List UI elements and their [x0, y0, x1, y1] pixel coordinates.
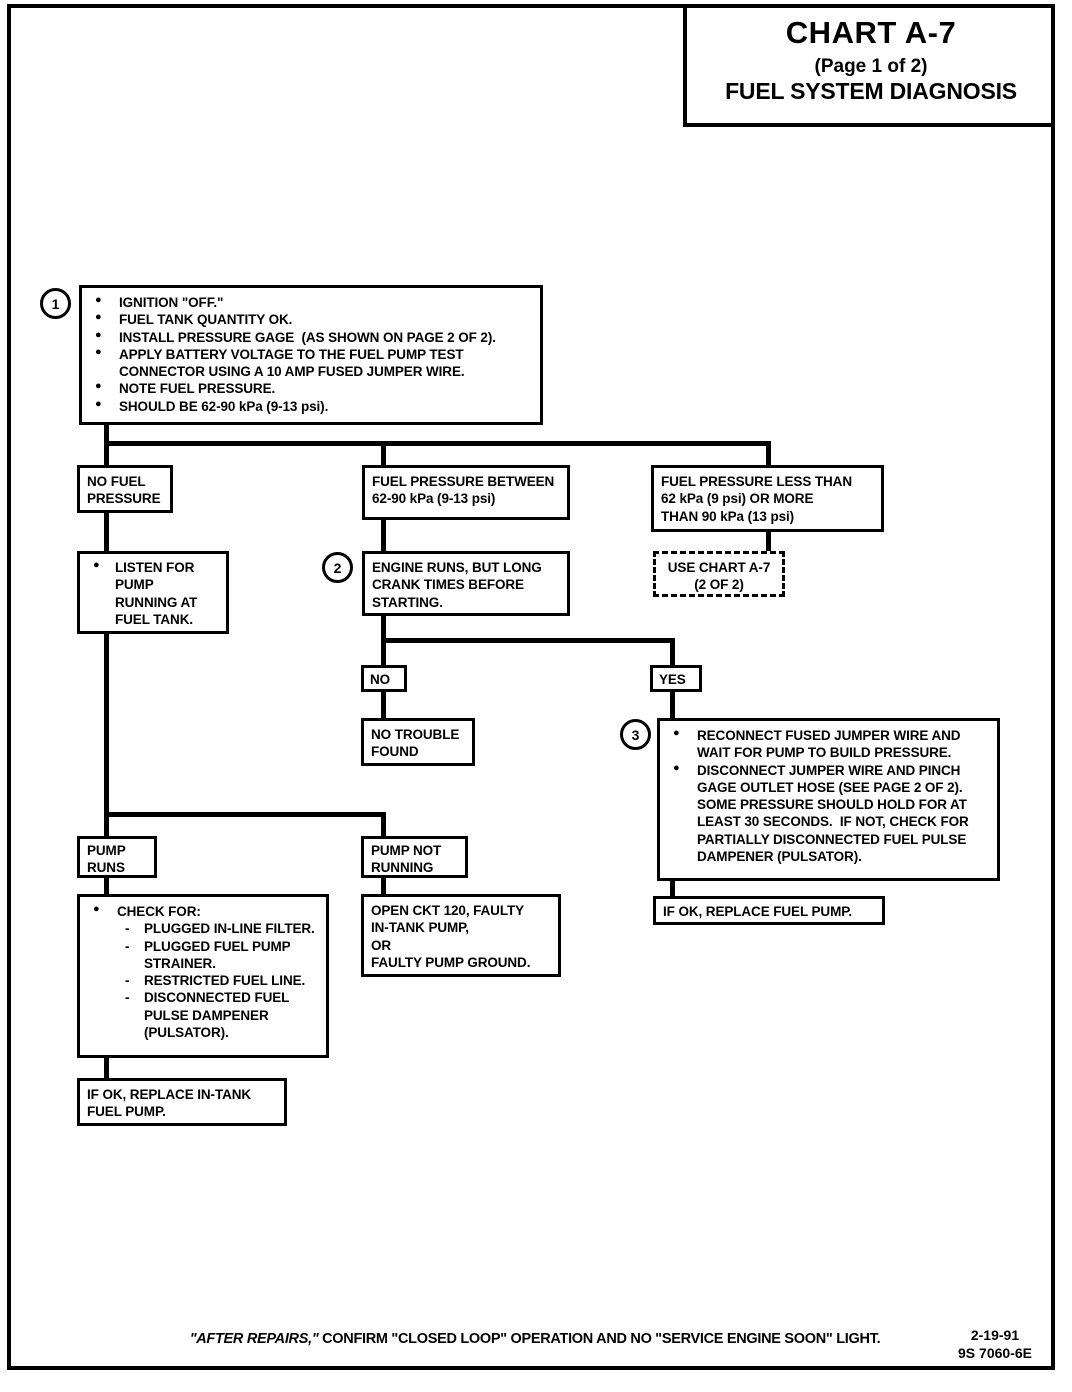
footer-date: 2-19-91 — [970, 1327, 1020, 1343]
list-item: RECONNECT FUSED JUMPER WIRE AND WAIT FOR… — [667, 726, 990, 762]
node-use-chart-a7[interactable]: USE CHART A-7 (2 OF 2) — [653, 551, 785, 597]
node-replace-in-tank-pump: IF OK, REPLACE IN-TANK FUEL PUMP. — [77, 1078, 287, 1126]
footer-doc-code: 9S 7060-6E — [958, 1344, 1032, 1361]
list-item: DISCONNECT JUMPER WIRE AND PINCH GAGE OU… — [667, 761, 990, 866]
connector-pump-split-bar — [104, 812, 386, 817]
connector-nofuel-to-listen — [104, 512, 109, 551]
node-check-for: CHECK FOR: PLUGGED IN-LINE FILTER. PLUGG… — [77, 894, 329, 1058]
connector-to-no — [381, 638, 386, 665]
step-number-1: 1 — [40, 288, 71, 319]
list-item: APPLY BATTERY VOLTAGE TO THE FUEL PUMP T… — [89, 345, 533, 381]
list-item: INSTALL PRESSURE GAGE (AS SHOWN ON PAGE … — [89, 328, 533, 346]
connector-step1-down — [104, 424, 109, 446]
node-engine-runs: ENGINE RUNS, BUT LONG CRANK TIMES BEFORE… — [362, 551, 570, 616]
list-item: SHOULD BE 62-90 kPa (9-13 psi). — [89, 397, 533, 415]
footer-note: "AFTER REPAIRS," CONFIRM "CLOSED LOOP" O… — [140, 1331, 930, 1347]
node-branch-yes: YES — [650, 665, 702, 692]
chart-title: CHART A-7 — [785, 15, 957, 50]
step1-bullet-list: IGNITION "OFF." FUEL TANK QUANTITY OK. I… — [89, 293, 533, 415]
node-replace-fuel-pump: IF OK, REPLACE FUEL PUMP. — [653, 896, 885, 925]
list-item: CHECK FOR: PLUGGED IN-LINE FILTER. PLUGG… — [87, 902, 319, 1041]
node-step3: RECONNECT FUSED JUMPER WIRE AND WAIT FOR… — [657, 718, 1000, 881]
connector-step3-to-replacepump — [670, 881, 675, 899]
node-pressure-out-of-range: FUEL PRESSURE LESS THAN 62 kPa (9 psi) O… — [651, 465, 884, 532]
node-pump-not-running: PUMP NOT RUNNING — [361, 836, 468, 878]
connector-pumpruns-to-checkfor — [104, 877, 109, 896]
listen-bullet-list: LISTEN FOR PUMP RUNNING AT FUEL TANK. — [87, 558, 219, 628]
node-pressure-between: FUEL PRESSURE BETWEEN 62-90 kPa (9-13 ps… — [362, 465, 570, 520]
node-pump-runs: PUMP RUNS — [77, 836, 157, 878]
step-number-3: 3 — [620, 719, 651, 750]
connector-to-pump-runs — [104, 812, 109, 837]
list-item: LISTEN FOR PUMP RUNNING AT FUEL TANK. — [87, 558, 219, 628]
list-item: RESTRICTED FUEL LINE. — [117, 972, 319, 990]
node-no-fuel-pressure: NO FUEL PRESSURE — [77, 465, 173, 513]
connector-to-yes — [670, 638, 675, 665]
node-step1: IGNITION "OFF." FUEL TANK QUANTITY OK. I… — [79, 285, 543, 425]
connector-to-pump-not-running — [381, 812, 386, 837]
connector-pumpnot-to-openckt — [381, 877, 386, 896]
title-block: CHART A-7 (Page 1 of 2) FUEL SYSTEM DIAG… — [683, 4, 1055, 127]
connector-yes-to-step3 — [670, 691, 675, 719]
list-item: FUEL TANK QUANTITY OK. — [89, 310, 533, 328]
list-item: PLUGGED IN-LINE FILTER. — [117, 920, 319, 938]
connector-between-to-enginerums — [381, 519, 386, 551]
footer-code-block: 2-19-91 9S 7060-6E — [940, 1327, 1050, 1362]
connector-enginerums-down — [381, 616, 386, 643]
node-branch-no: NO — [361, 665, 407, 692]
page-border — [7, 4, 1055, 1370]
step-number-2: 2 — [322, 552, 353, 583]
list-item: NOTE FUEL PRESSURE. — [89, 379, 533, 397]
check-for-sub-list: PLUGGED IN-LINE FILTER. PLUGGED FUEL PUM… — [117, 920, 319, 1041]
connector-outofrange-to-usechart — [766, 531, 771, 553]
node-listen-for-pump: LISTEN FOR PUMP RUNNING AT FUEL TANK. — [77, 551, 229, 634]
step3-bullet-list: RECONNECT FUSED JUMPER WIRE AND WAIT FOR… — [667, 726, 990, 866]
connector-no-to-notrouble — [381, 691, 386, 718]
footer-note-rest: CONFIRM "CLOSED LOOP" OPERATION AND NO "… — [318, 1331, 881, 1347]
node-no-trouble-found: NO TROUBLE FOUND — [361, 718, 475, 766]
footer-rule — [7, 1366, 1055, 1370]
connector-checkfor-to-replace — [104, 1057, 109, 1080]
connector-distribution-bar — [104, 441, 771, 446]
connector-listen-to-pump-split — [104, 634, 109, 816]
connector-yesno-bar — [381, 638, 675, 643]
footer-note-italic: "AFTER REPAIRS," — [189, 1331, 319, 1347]
list-item: IGNITION "OFF." — [89, 293, 533, 311]
chart-page-label: (Page 1 of 2) — [814, 55, 928, 77]
connector-to-no-fuel-pressure — [104, 441, 109, 468]
chart-subtitle: FUEL SYSTEM DIAGNOSIS — [725, 77, 1017, 104]
connector-to-pressure-out-of-range — [766, 441, 771, 468]
check-for-bullet-list: CHECK FOR: PLUGGED IN-LINE FILTER. PLUGG… — [87, 902, 319, 1041]
connector-to-pressure-between — [381, 441, 386, 468]
node-open-ckt-120: OPEN CKT 120, FAULTY IN-TANK PUMP, OR FA… — [361, 894, 561, 977]
